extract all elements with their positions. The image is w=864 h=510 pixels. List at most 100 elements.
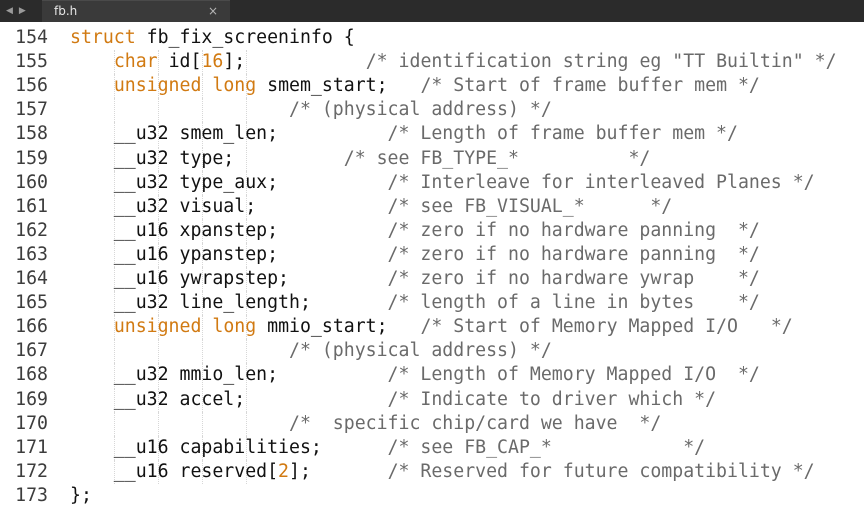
indent-guide bbox=[158, 411, 159, 436]
comment-token: /* see FB_TYPE_* */ bbox=[343, 147, 651, 169]
line-number: 165 bbox=[15, 292, 48, 314]
indent-guide bbox=[246, 315, 247, 340]
code-token: __u32 type_aux; bbox=[70, 171, 388, 193]
code-token: __u16 capabilities; bbox=[70, 436, 388, 458]
code-text: __u16 capabilities; /* see FB_CAP_* */ bbox=[70, 436, 705, 460]
indent-guide bbox=[158, 146, 159, 171]
indent-guide bbox=[158, 267, 159, 291]
indent-guide bbox=[202, 363, 203, 388]
indent-guide bbox=[158, 242, 159, 267]
indent-guide bbox=[246, 218, 247, 243]
indent-guide bbox=[114, 122, 115, 147]
indent-guide bbox=[158, 170, 159, 195]
comment-token: /* (physical address) */ bbox=[289, 340, 552, 362]
indent-guide bbox=[202, 411, 203, 436]
tab-fb-h[interactable]: fb.h × bbox=[42, 0, 230, 22]
code-line[interactable]: 163 __u16 ypanstep; /* zero if no hardwa… bbox=[0, 242, 864, 267]
line-number: 167 bbox=[15, 340, 48, 362]
line-number: 169 bbox=[15, 388, 48, 410]
indent-guide bbox=[158, 194, 159, 219]
indent-guide bbox=[202, 74, 203, 99]
code-line[interactable]: 160 __u32 type_aux; /* Interleave for in… bbox=[0, 170, 864, 195]
code-token bbox=[201, 75, 212, 96]
code-text: __u32 mmio_len; /* Length of Memory Mapp… bbox=[70, 363, 760, 387]
code-line[interactable]: 170 /* specific chip/card we have */ bbox=[0, 411, 864, 436]
code-line[interactable]: 156 unsigned long smem_start; /* Start o… bbox=[0, 74, 864, 99]
indent-guide bbox=[202, 459, 203, 484]
indent-guide bbox=[114, 315, 115, 340]
close-icon[interactable]: × bbox=[207, 4, 218, 18]
code-line[interactable]: 167 /* (physical address) */ bbox=[0, 339, 864, 364]
indent-guide bbox=[114, 242, 115, 267]
code-text: }; bbox=[70, 484, 92, 508]
comment-token: /* identification string eg "TT Builtin"… bbox=[365, 51, 837, 73]
code-text: __u32 type_aux; /* Interleave for interl… bbox=[70, 171, 815, 195]
line-number: 154 bbox=[15, 27, 48, 48]
indent-guide bbox=[202, 146, 203, 171]
indent-guide bbox=[114, 218, 115, 243]
indent-guide bbox=[246, 146, 247, 171]
code-token bbox=[70, 99, 289, 120]
code-line[interactable]: 159 __u32 type; /* see FB_TYPE_* */ bbox=[0, 146, 864, 171]
indent-guide bbox=[158, 74, 159, 99]
indent-guide bbox=[158, 218, 159, 243]
code-line[interactable]: 155 char id[16]; /* identification strin… bbox=[0, 50, 864, 75]
indent-guide bbox=[202, 170, 203, 195]
comment-token: /* zero if no hardware panning */ bbox=[387, 243, 760, 265]
code-text: char id[16]; /* identification string eg… bbox=[70, 50, 837, 74]
code-text: /* (physical address) */ bbox=[70, 339, 552, 363]
line-number: 163 bbox=[15, 243, 48, 265]
line-number: 161 bbox=[15, 195, 48, 217]
comment-token: /* Interleave for interleaved Planes */ bbox=[387, 171, 815, 193]
tab-bar: ◀ ▶ fb.h × bbox=[0, 0, 864, 22]
indent-guide bbox=[246, 242, 247, 267]
indent-guide bbox=[246, 411, 247, 436]
code-line[interactable]: 157 /* (physical address) */ bbox=[0, 98, 864, 123]
code-token: __u16 xpanstep; bbox=[70, 219, 388, 241]
code-line[interactable]: 168 __u32 mmio_len; /* Length of Memory … bbox=[0, 363, 864, 388]
code-line[interactable]: 171 __u16 capabilities; /* see FB_CAP_* … bbox=[0, 435, 864, 460]
indent-guide bbox=[246, 194, 247, 219]
keyword-token: struct bbox=[70, 27, 136, 48]
indent-guide bbox=[158, 122, 159, 147]
code-line[interactable]: 161 __u32 visual; /* see FB_VISUAL_* */ bbox=[0, 194, 864, 219]
indent-guide bbox=[114, 74, 115, 99]
code-line[interactable]: 164 __u16 ywrapstep; /* zero if no hardw… bbox=[0, 267, 864, 291]
code-line[interactable]: 158 __u32 smem_len; /* Length of frame b… bbox=[0, 122, 864, 147]
tab-navigation: ◀ ▶ bbox=[6, 3, 26, 19]
code-text: __u32 type; /* see FB_TYPE_* */ bbox=[70, 147, 651, 171]
code-token: id[ bbox=[157, 51, 202, 73]
indent-guide bbox=[202, 291, 203, 316]
code-token bbox=[70, 413, 289, 434]
code-text: unsigned long mmio_start; /* Start of Me… bbox=[70, 315, 793, 339]
comment-token: /* zero if no hardware ywrap */ bbox=[387, 268, 760, 289]
indent-guide bbox=[158, 363, 159, 388]
code-text: __u16 ywrapstep; /* zero if no hardware … bbox=[70, 267, 760, 291]
line-number: 159 bbox=[15, 147, 48, 169]
code-line[interactable]: 173}; bbox=[0, 484, 864, 508]
indent-guide bbox=[202, 50, 203, 75]
indent-guide bbox=[246, 339, 247, 364]
code-line[interactable]: 162 __u16 xpanstep; /* zero if no hardwa… bbox=[0, 218, 864, 243]
code-line[interactable]: 169 __u32 accel; /* Indicate to driver w… bbox=[0, 387, 864, 412]
keyword-token: long bbox=[212, 316, 257, 338]
code-line[interactable]: 172 __u16 reserved[2]; /* Reserved for f… bbox=[0, 459, 864, 484]
indent-guide bbox=[114, 146, 115, 171]
code-token: __u32 type; bbox=[70, 147, 344, 169]
code-text: __u16 ypanstep; /* zero if no hardware p… bbox=[70, 243, 760, 267]
code-token bbox=[70, 51, 114, 72]
code-token bbox=[70, 340, 289, 361]
comment-token: /* Length of Memory Mapped I/O */ bbox=[387, 364, 760, 386]
indent-guide bbox=[246, 435, 247, 460]
tab-next-icon[interactable]: ▶ bbox=[18, 6, 26, 16]
line-number: 170 bbox=[15, 412, 48, 434]
comment-token: /* Length of frame buffer mem */ bbox=[387, 123, 738, 145]
indent-guide bbox=[246, 98, 247, 123]
code-line[interactable]: 166 unsigned long mmio_start; /* Start o… bbox=[0, 315, 864, 340]
tab-prev-icon[interactable]: ◀ bbox=[6, 6, 13, 16]
comment-token: /* specific chip/card we have */ bbox=[289, 412, 662, 434]
code-line[interactable]: 165 __u32 line_length; /* length of a li… bbox=[0, 291, 864, 316]
line-number: 173 bbox=[15, 484, 48, 506]
